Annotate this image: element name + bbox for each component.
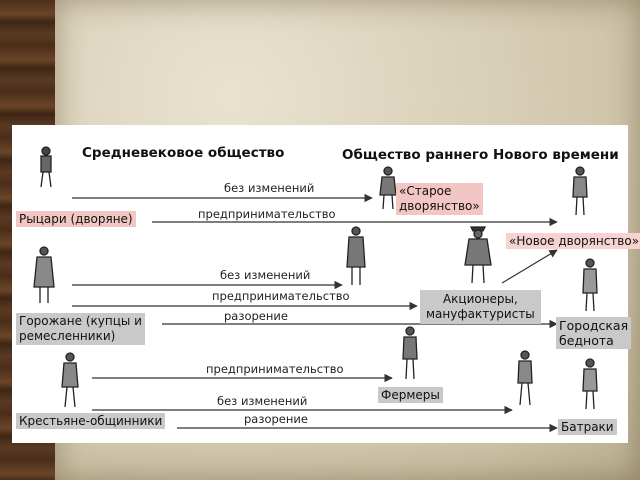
label-old-nobility-line1: «Старое [399,184,452,198]
label-old-nobility: «Старое дворянство» [396,183,483,215]
label-shareholders-line1: Акционеры, [442,292,518,306]
arrow-new-nobility [501,249,558,284]
arrow-label-knights-no-change: без изменений [224,181,315,195]
peasant-figure-icon [61,352,79,408]
peasant-right-figure-icon [517,350,533,406]
label-laborers: Батраки [558,419,617,435]
label-urban-poor-line2: беднота [559,333,614,348]
arrow-label-towns-enterprise: предпринимательство [212,289,350,303]
old-noble-figure-icon [379,166,397,210]
merchant-figure-icon [346,226,366,285]
label-farmers: Фермеры [378,387,443,403]
knight-figure-icon [40,146,52,188]
laborer-figure-icon [582,358,598,410]
arrow-label-towns-ruin: разорение [224,309,288,323]
label-knights: Рыцари (дворяне) [16,211,136,227]
header-early-modern-society: Общество раннего Нового времени [342,147,619,163]
arrow-label-towns-no-change: без изменений [220,268,311,282]
diagram-arrows [33,146,598,433]
label-shareholders-line2: мануфактуристы [426,307,535,321]
arrow-label-knights-enterprise: предпринимательство [198,207,336,221]
header-medieval-society: Средневековое общество [82,145,285,161]
poor-townsman-figure-icon [582,258,598,312]
arrow-label-peasants-enterprise: предпринимательство [206,362,344,376]
arrow-label-peasants-no-change: без изменений [217,394,308,408]
diagram-panel: Средневековое общество Общество раннего … [12,125,640,443]
townsman-figure-icon [33,246,55,303]
label-townspeople-line2: ремесленники) [19,329,116,343]
label-new-nobility: «Новое дворянство» [506,233,640,249]
label-townspeople: Горожане (купцы и ремесленники) [16,313,145,345]
label-shareholders: Акционеры, мануфактуристы [420,290,541,324]
label-peasants: Крестьяне-общинники [16,413,166,429]
label-old-nobility-line2: дворянство» [399,199,480,213]
new-noble-figure-icon [464,226,492,284]
label-urban-poor: Городская беднота [556,317,632,349]
arrow-label-peasants-ruin: разорение [244,412,308,426]
noble-falconer-figure-icon [572,166,588,216]
label-townspeople-line1: Горожане (купцы и [19,314,142,328]
farmer-figure-icon [402,326,418,380]
label-urban-poor-line1: Городская [559,318,629,333]
